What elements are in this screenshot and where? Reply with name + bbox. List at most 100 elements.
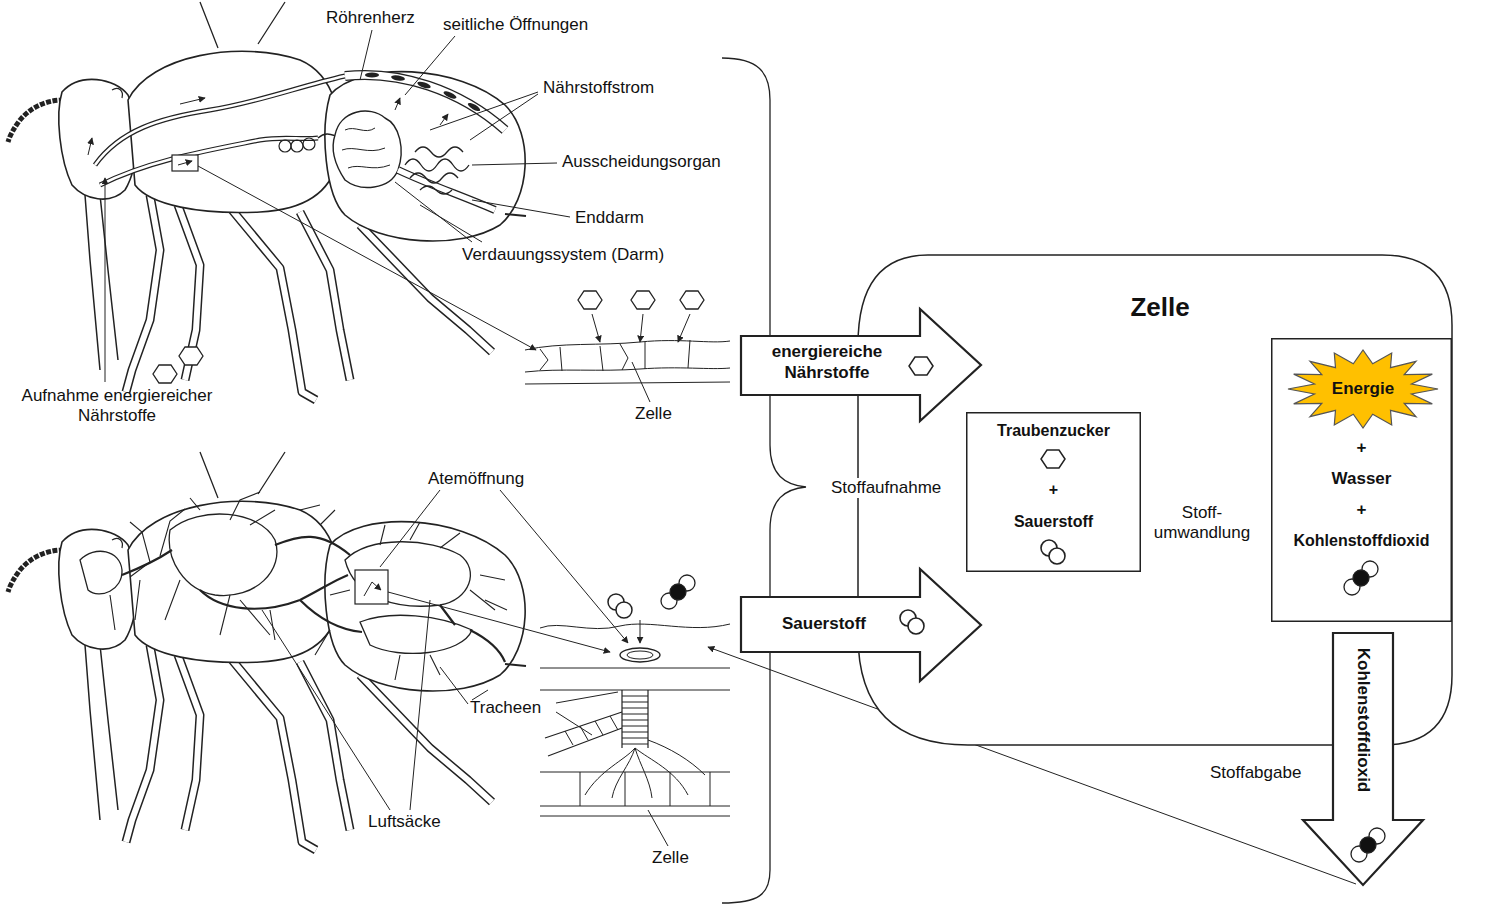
illustration-part — [620, 648, 660, 662]
illustration-part — [365, 73, 379, 78]
illustration-part — [540, 344, 628, 370]
illustration-part — [318, 134, 336, 138]
nutrient-icon — [631, 291, 655, 309]
illustration-part — [678, 314, 690, 342]
illustration-part — [470, 94, 538, 140]
node-text: Wasser — [1271, 463, 1452, 494]
illustration-part — [627, 651, 653, 659]
node-text: Zelle — [863, 291, 1457, 323]
co2-icon — [661, 575, 695, 609]
illustration-part — [410, 600, 430, 810]
illustration-part — [130, 498, 495, 635]
illustration-part — [395, 98, 400, 110]
illustration-part — [545, 712, 622, 756]
illustration-part — [122, 537, 505, 662]
nutrient-icon — [680, 291, 704, 309]
illustration-part — [540, 624, 730, 629]
part-label: Zelle — [635, 404, 672, 424]
brace — [722, 58, 806, 903]
atom — [1049, 548, 1065, 564]
node-text: Traubenzucker — [966, 420, 1141, 442]
illustration-part — [632, 362, 650, 402]
co2-icon — [1344, 561, 1378, 595]
nutrient-icon — [179, 347, 203, 365]
cell-detail-top — [525, 314, 730, 384]
illustration-part — [525, 382, 730, 384]
illustration-part — [110, 492, 507, 680]
illustration-part — [440, 667, 468, 704]
co2-icon — [1351, 828, 1385, 862]
illustration-part — [333, 111, 401, 187]
illustration-part — [262, 610, 390, 810]
illustration-part — [180, 98, 205, 104]
hex-icon — [909, 357, 933, 375]
process-box: +Wasser+KohlenstoffdioxidEnergie — [1271, 338, 1452, 622]
illustration-part — [398, 170, 495, 210]
edge-label: Stoff- umwandlung — [1150, 503, 1254, 543]
illustration-part — [279, 140, 291, 152]
node-text: + — [966, 479, 1141, 501]
illustration-part — [100, 138, 318, 185]
illustration-part — [540, 668, 730, 690]
node-text: Kohlenstoffdioxid — [1353, 640, 1373, 800]
o2-icon — [1041, 540, 1065, 564]
illustration-part — [443, 90, 458, 100]
part-label: Stoffaufnahme — [828, 478, 944, 498]
illustration-part — [420, 186, 452, 194]
node-text: Kohlenstoffdioxid — [1271, 525, 1452, 556]
illustration-part — [88, 138, 92, 155]
circulation-digestion — [88, 73, 505, 211]
part-label: Luftsäcke — [368, 812, 441, 832]
illustration-part — [303, 138, 315, 150]
node-text: + — [1271, 432, 1452, 463]
illustration-part — [585, 740, 705, 798]
node-text: energiereiche Nährstoffe — [762, 341, 892, 383]
cell-detail-bottom — [540, 620, 730, 816]
part-label: seitliche Öffnungen — [443, 15, 588, 35]
illustration-part — [172, 155, 198, 171]
box-outline — [1272, 339, 1452, 622]
atom — [908, 618, 924, 634]
illustration-part — [100, 138, 318, 185]
part-label: Tracheen — [470, 698, 541, 718]
block-arrow-down: Kohlenstoffdioxid — [1302, 632, 1424, 886]
illustration-part — [500, 490, 628, 643]
illustration-part — [405, 159, 469, 171]
box-outline — [967, 413, 1141, 572]
illustration-part — [80, 551, 122, 594]
illustration-part — [640, 620, 641, 643]
illustration-part — [417, 80, 432, 89]
illustration-part — [622, 690, 648, 748]
illustration-part — [580, 772, 710, 806]
illustration-part — [565, 716, 618, 745]
illustration-part — [398, 170, 495, 210]
nutrient-icon — [153, 365, 177, 383]
bee-bottom — [8, 452, 526, 850]
illustration-part — [472, 163, 557, 165]
illustration-part — [105, 178, 106, 382]
illustration-part — [95, 76, 345, 165]
illustration-part — [540, 772, 730, 816]
illustration-part — [388, 592, 610, 652]
part-label: Zelle — [652, 848, 689, 868]
illustration-part — [95, 76, 345, 165]
illustration-part — [648, 810, 668, 846]
illustration-part — [395, 182, 472, 242]
o2-icon — [900, 610, 924, 634]
illustration-part — [467, 101, 482, 112]
hexagon — [909, 357, 933, 375]
illustration-part — [525, 368, 730, 372]
node-text: Energie — [1288, 378, 1438, 400]
node-text: Sauerstoff — [966, 511, 1141, 533]
illustration-part — [178, 161, 192, 165]
illustration-part — [592, 314, 600, 342]
bee-top — [8, 2, 526, 400]
illustration-part — [291, 140, 303, 152]
illustration-part — [472, 200, 570, 217]
illustration-part — [640, 314, 643, 342]
illustration-part — [410, 173, 458, 183]
part-label: Stoffabgabe — [1210, 763, 1301, 783]
burst-outline — [1288, 350, 1438, 428]
illustration-part — [360, 30, 372, 80]
